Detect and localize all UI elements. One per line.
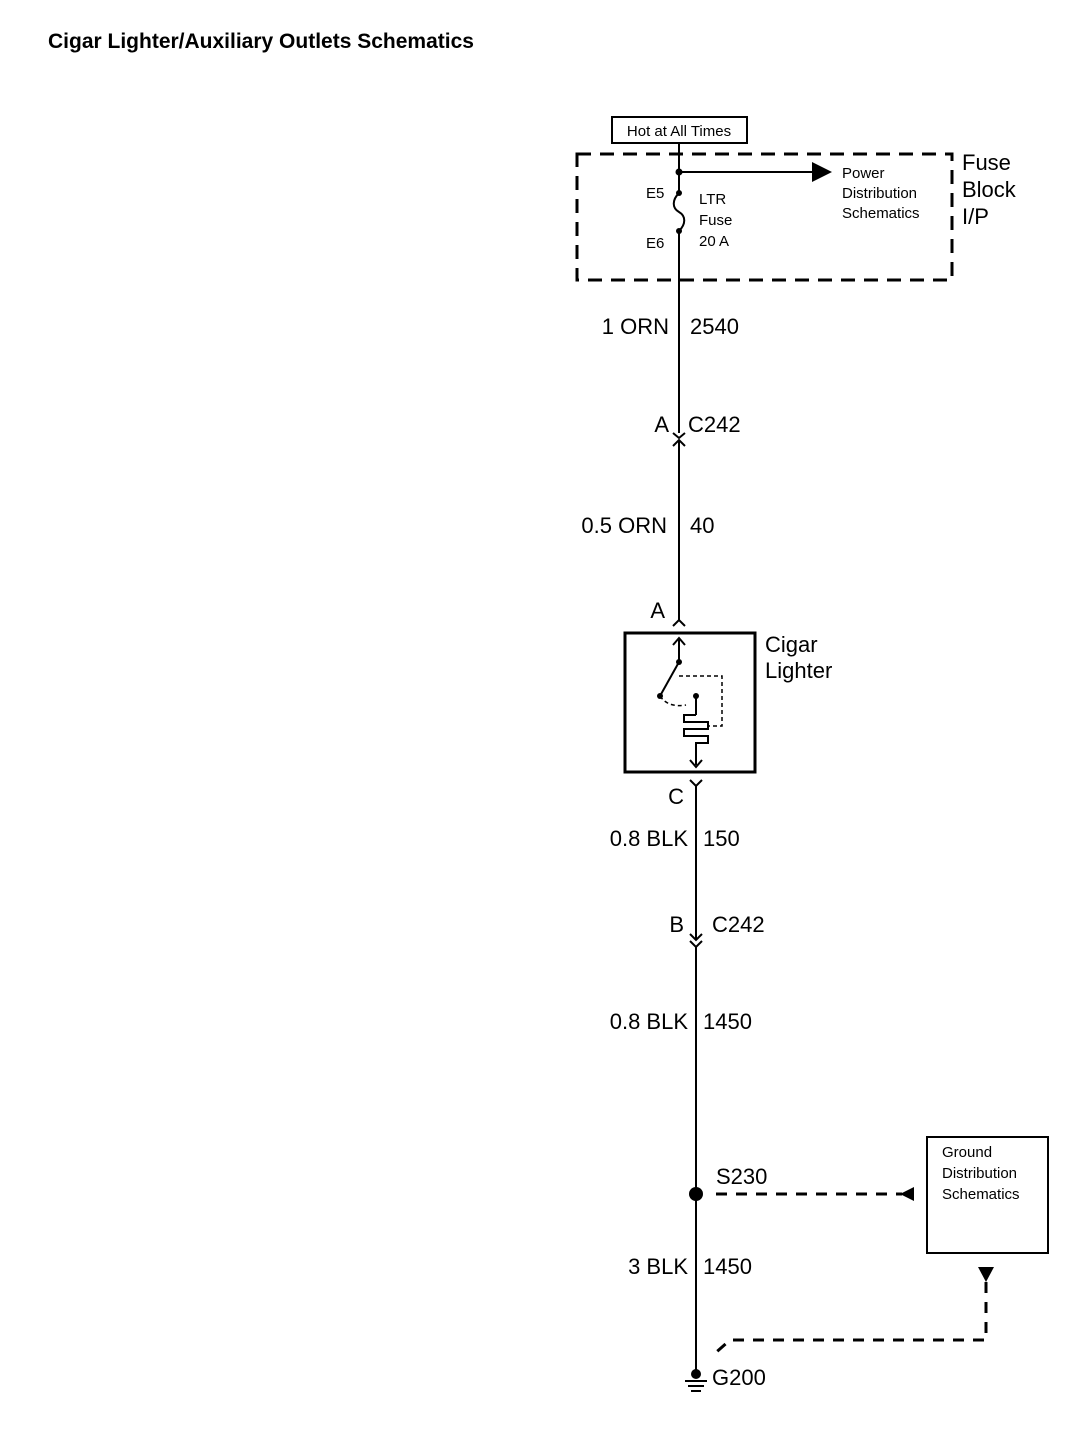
- wire-1450-lower-size-color: 3 BLK: [628, 1254, 688, 1279]
- wire-150: 0.8 BLK 150: [610, 786, 740, 940]
- splice-s230: S230: [689, 1164, 914, 1201]
- power-distribution-line-1: Power: [842, 165, 885, 182]
- connector-c242-b: B C242: [669, 912, 765, 949]
- fuse-terminal-e6-label: E6: [646, 235, 664, 252]
- pin-a-connector-icon: [672, 618, 686, 627]
- connector-c242-b-name: C242: [712, 912, 765, 937]
- cigar-lighter-name-line-1: Cigar: [765, 632, 818, 657]
- fuse-label-line-1: LTR: [699, 191, 726, 208]
- wire-1450-upper-size-color: 0.8 BLK: [610, 1009, 689, 1034]
- wire-1450-lower-circuit: 1450: [703, 1254, 752, 1279]
- pin-c-connector-icon: [689, 779, 703, 788]
- wire-40: 0.5 ORN 40: [581, 440, 714, 620]
- ground-distribution-reference: Ground Distribution Schematics: [711, 1136, 1049, 1358]
- cigar-lighter-name-line-2: Lighter: [765, 658, 832, 683]
- wire-1450-lower: 3 BLK 1450: [628, 1194, 752, 1377]
- fuse-terminal-e5-label: E5: [646, 185, 664, 202]
- wire-2540: 1 ORN 2540: [602, 231, 739, 433]
- connector-male-icon: [689, 940, 703, 949]
- connector-c242-a-name: C242: [688, 412, 741, 437]
- fuse-block-name-line-1: Fuse: [962, 150, 1011, 175]
- power-distribution-line-3: Schematics: [842, 205, 920, 222]
- cigar-lighter-component: A Cigar Lighter: [623, 598, 832, 774]
- cigar-lighter-box: [623, 631, 757, 774]
- heating-element-icon: [683, 714, 709, 765]
- wire-40-size-color: 0.5 ORN: [581, 513, 667, 538]
- ground-ref-line-1: Ground: [942, 1144, 992, 1161]
- wire-2540-size-color: 1 ORN: [602, 314, 669, 339]
- switch-contact-icon: [659, 661, 680, 697]
- wire-1450-upper: 0.8 BLK 1450: [610, 947, 752, 1194]
- connector-c242-a-pin: A: [654, 412, 669, 437]
- fuse-block-name-line-3: I/P: [962, 204, 989, 229]
- fuse-circuit: Power Distribution Schematics E5 E6 LTR …: [646, 143, 920, 252]
- connector-female-icon: [672, 432, 686, 440]
- connector-c242-a: A C242: [654, 412, 741, 447]
- ground-ref-down-arrow-icon: [978, 1267, 994, 1282]
- inner-arrow-down-icon: [689, 759, 703, 769]
- cigar-lighter-pin-a: A: [650, 598, 665, 623]
- cigar-lighter-pin-c: C: [668, 784, 684, 809]
- fuse-label-line-3: 20 A: [699, 233, 729, 250]
- ground-ref-arrow-icon: [900, 1187, 914, 1201]
- power-source-label: Hot at All Times: [611, 116, 748, 144]
- ground-g200-label: G200: [712, 1365, 766, 1390]
- fuse-label-line-2: Fuse: [699, 212, 732, 229]
- wire-40-circuit: 40: [690, 513, 714, 538]
- connector-c242-b-pin: B: [669, 912, 684, 937]
- splice-s230-label: S230: [716, 1164, 767, 1189]
- wire-150-circuit: 150: [703, 826, 740, 851]
- ground-dot: [691, 1369, 701, 1379]
- fuse-icon: [672, 192, 686, 232]
- wire-150-size-color: 0.8 BLK: [610, 826, 689, 851]
- fuse-block-name-line-2: Block: [962, 177, 1017, 202]
- page-title: Cigar Lighter/Auxiliary Outlets Schemati…: [48, 30, 474, 53]
- ground-ref-line-2: Distribution: [942, 1165, 1017, 1182]
- wire-1450-upper-circuit: 1450: [703, 1009, 752, 1034]
- power-distribution-line-2: Distribution: [842, 185, 917, 202]
- ground-ref-line-3: Schematics: [942, 1186, 1020, 1203]
- ground-g200: G200: [685, 1365, 766, 1392]
- wire-2540-circuit: 2540: [690, 314, 739, 339]
- power-source-text: Hot at All Times: [627, 123, 731, 140]
- fuse-block: Fuse Block I/P: [575, 150, 1017, 282]
- connector-female-icon: [689, 933, 703, 942]
